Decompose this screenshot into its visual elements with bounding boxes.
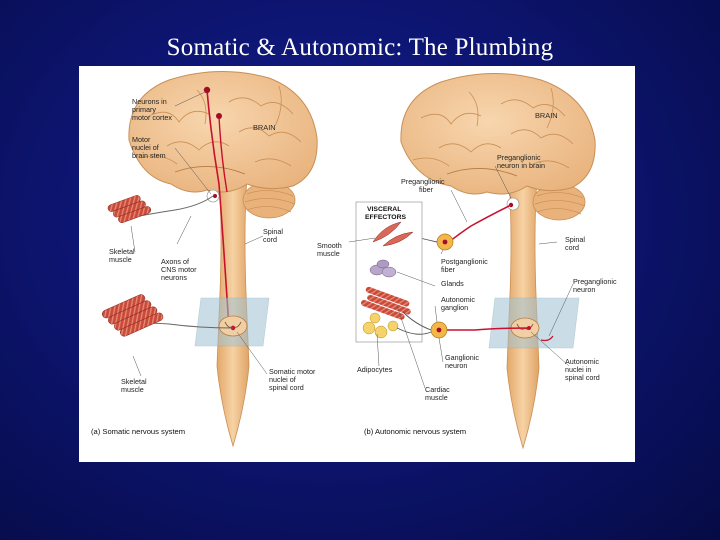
label-motor-nuclei-brainstem: Motor nuclei of brain stem [132,135,166,160]
label-smooth-muscle: Smooth muscle [317,241,344,258]
label-spinal-cord-right: Spinal cord [565,235,587,252]
label-autonomic-ganglion: Autonomic ganglion [441,295,477,312]
cardiac-muscle-fibers [361,286,411,320]
label-axons-cns-motor: Axons of CNS motor neurons [161,257,199,282]
autonomic-brain-label: BRAIN [535,111,558,120]
somatic-upper-motor-neurons [203,86,230,329]
label-autonomic-nuclei: Autonomic nuclei in spinal cord [565,357,601,382]
label-adipocytes: Adipocytes [357,365,393,374]
somatic-panel: BRAIN Neurons in primary motor cortex Mo… [91,70,318,448]
label-skeletal-muscle-upper: Skeletal muscle [109,247,137,264]
smooth-muscle-cells [372,221,414,247]
preganglionic-fiber-lower [445,327,530,331]
slide-title: Somatic & Autonomic: The Plumbing [166,34,554,61]
label-glands: Glands [441,279,464,288]
label-preganglionic-neuron: Preganglionic neuron [573,277,619,294]
label-postganglionic-fiber: Postganglionic fiber [441,257,490,274]
label-cardiac-muscle: Cardiac muscle [425,385,452,402]
preganglionic-neuron-brain [506,197,520,211]
label-preganglionic-neuron-brain: Preganglionic neuron in brain [497,153,545,170]
visceral-effectors-box: VISCERAL EFFECTORS [355,201,423,343]
caption-somatic: (a) Somatic nervous system [91,427,185,436]
label-somatic-motor-nuclei: Somatic motor nuclei of spinal cord [269,367,317,392]
autonomic-leader-lines [348,165,574,389]
somatic-brain-label: BRAIN [253,123,276,132]
nervous-system-figure: BRAIN Neurons in primary motor cortex Mo… [79,66,635,462]
gland-cells [369,259,397,278]
autonomic-ganglion-upper [436,233,454,251]
label-preganglionic-fiber: Preganglionic fiber [401,177,447,194]
caption-autonomic: (b) Autonomic nervous system [364,427,466,436]
somatic-spinal-cross-section [218,315,248,337]
postganglionic-fiber-lower [396,311,432,335]
autonomic-panel: VISCERAL EFFECTORS [317,72,619,450]
label-skeletal-muscle-lower: Skeletal muscle [121,377,149,394]
label-neurons-motor-cortex: Neurons in primary motor cortex [132,97,172,122]
autonomic-cerebellum [532,183,586,221]
preganglionic-fiber-upper [448,204,512,243]
autonomic-ganglion-lower [430,321,448,339]
somatic-leader-lines [130,91,268,377]
somatic-brain [128,70,318,193]
visceral-effectors-heading: VISCERAL EFFECTORS [365,206,407,221]
autonomic-brain [400,72,596,195]
skeletal-muscle-upper [107,195,152,223]
label-ganglionic-neuron: Ganglionic neuron [445,353,481,370]
skeletal-muscle-lower [102,294,164,337]
adipocytes-cells [362,312,399,339]
label-spinal-cord-left: Spinal cord [263,227,285,244]
